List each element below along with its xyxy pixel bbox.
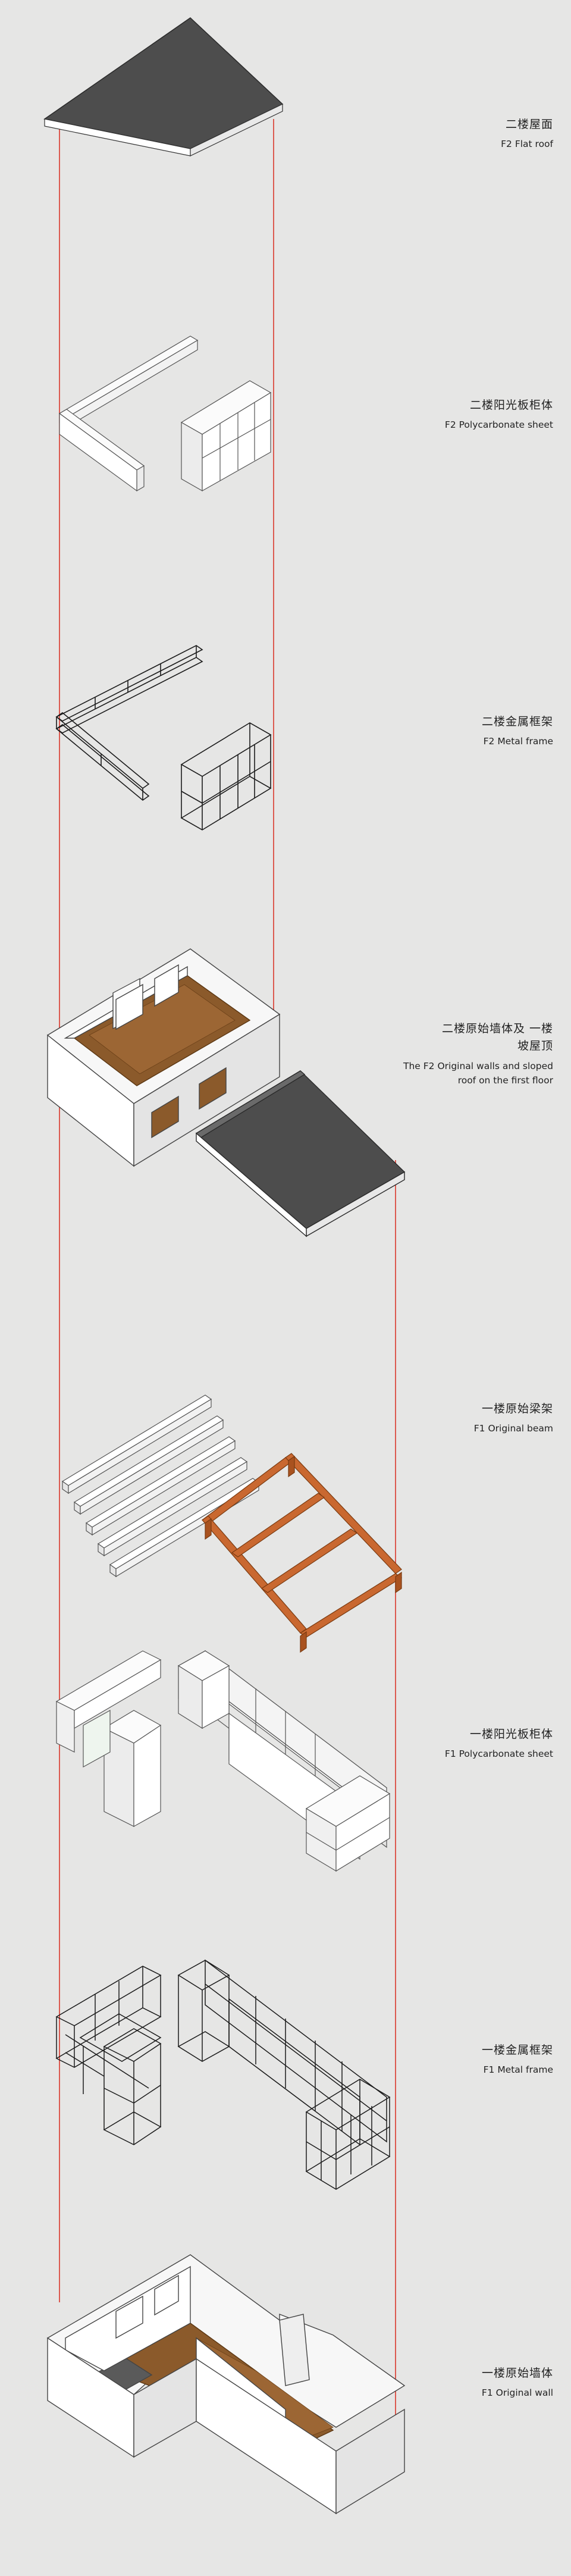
layer-label-en: F1 Original beam	[473, 1423, 553, 1434]
f1-metal-frame	[55, 1959, 391, 2190]
f2-polycarbonate-sheet	[58, 336, 272, 492]
layer-label-f1-metal-frame: 一楼金属框架 F1 Metal frame	[482, 2042, 553, 2077]
layer-label-en: F2 Polycarbonate sheet	[444, 419, 553, 431]
f2-flat-roof	[43, 17, 284, 156]
layer-label-zh: 一楼原始墙体	[481, 2367, 553, 2380]
layer-label-zh: 一楼金属框架	[481, 2044, 553, 2057]
layer-label-zh: 一楼阳光板柜体	[469, 1728, 553, 1741]
f2-metal-frame	[55, 645, 272, 831]
f1-original-beam-white	[61, 1394, 260, 1578]
layer-label-f1-original-beam: 一楼原始梁架 F1 Original beam	[474, 1400, 553, 1436]
f1-sloped-roof	[195, 1070, 406, 1237]
f1-original-beam-timber	[201, 1453, 403, 1653]
layer-label-en: The F2 Original walls and sloped roof on…	[403, 1060, 553, 1086]
layer-label-f1-polycarbonate-sheet: 一楼阳光板柜体 F1 Polycarbonate sheet	[445, 1726, 553, 1761]
layer-label-en: F2 Flat roof	[501, 139, 553, 150]
layer-label-en: F1 Polycarbonate sheet	[444, 1748, 553, 1760]
layer-label-zh: 二楼原始墙体及 一楼坡屋顶	[441, 1022, 553, 1053]
f1-original-wall	[46, 2254, 406, 2515]
layer-label-f1-original-wall: 一楼原始墙体 F1 Original wall	[482, 2365, 553, 2400]
layer-label-en: F1 Metal frame	[483, 2064, 553, 2076]
layer-label-zh: 二楼金属框架	[481, 715, 553, 728]
f1-polycarbonate-sheet	[55, 1650, 391, 1872]
layer-label-zh: 二楼屋面	[505, 118, 553, 131]
layer-label-en: F2 Metal frame	[483, 736, 553, 747]
layer-label-f2-walls-f1-roof: 二楼原始墙体及 一楼坡屋顶 The F2 Original walls and …	[375, 1020, 553, 1088]
layer-label-f2-polycarbonate-sheet: 二楼阳光板柜体 F2 Polycarbonate sheet	[445, 397, 553, 432]
layer-label-zh: 一楼原始梁架	[481, 1402, 553, 1415]
layer-label-en: F1 Original wall	[481, 2387, 553, 2399]
red-guide-lines	[59, 119, 396, 2415]
layer-label-f2-metal-frame: 二楼金属框架 F2 Metal frame	[482, 713, 553, 748]
f2-original-walls	[46, 948, 281, 1167]
layer-label-zh: 二楼阳光板柜体	[469, 399, 553, 412]
layer-label-f2-flat-roof: 二楼屋面 F2 Flat roof	[501, 116, 553, 151]
